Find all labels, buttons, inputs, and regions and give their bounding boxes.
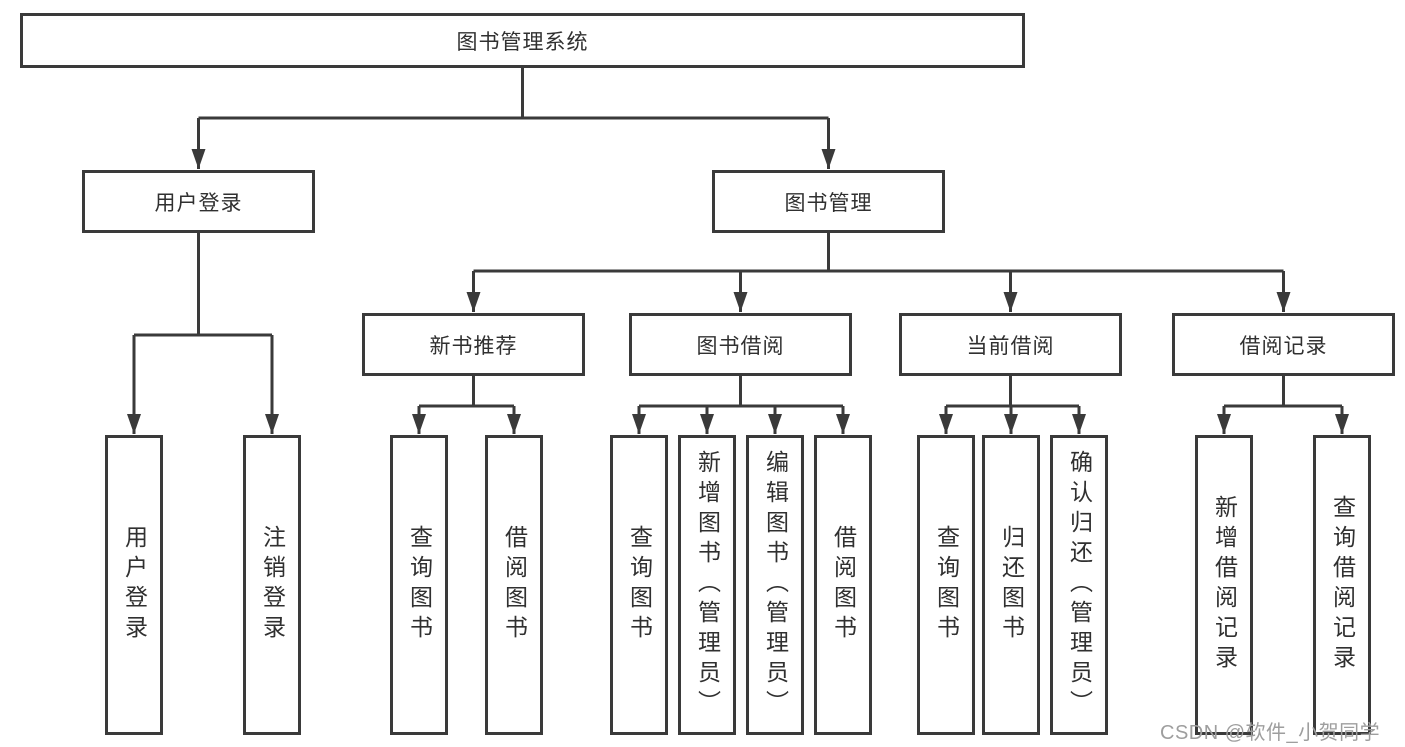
node-new-book-rec: 新书推荐 [362, 313, 585, 376]
edges-book-borrow-to-leaves [632, 376, 850, 434]
node-current-borrow: 当前借阅 [899, 313, 1122, 376]
csdn-watermark: CSDN @软件_小贺同学 [1160, 722, 1381, 744]
edges-user-login-to-leaves [127, 233, 279, 434]
node-user-login: 用户登录 [82, 170, 315, 233]
leaf-current-return-book: 归还图书 [982, 435, 1040, 735]
node-book-borrow: 图书借阅 [629, 313, 852, 376]
leaf-current-confirm-return: 确认归还（管理员） [1050, 435, 1108, 735]
leaf-current-query-book: 查询图书 [917, 435, 975, 735]
node-book-mgmt: 图书管理 [712, 170, 945, 233]
node-root: 图书管理系统 [20, 13, 1025, 68]
edges-borrow-record-to-leaves [1217, 376, 1349, 434]
leaf-logout: 注销登录 [243, 435, 301, 735]
node-borrow-record: 借阅记录 [1172, 313, 1395, 376]
leaf-borrow-query-book: 查询图书 [610, 435, 668, 735]
leaf-borrow-borrow-book: 借阅图书 [814, 435, 872, 735]
leaf-borrow-add-book: 新增图书（管理员） [678, 435, 736, 735]
leaf-newrec-borrow-book: 借阅图书 [485, 435, 543, 735]
edges-current-borrow-to-leaves [939, 376, 1086, 434]
leaf-user-login: 用户登录 [105, 435, 163, 735]
edges-root-to-level2 [191, 68, 836, 169]
leaf-record-add: 新增借阅记录 [1195, 435, 1253, 735]
leaf-record-query: 查询借阅记录 [1313, 435, 1371, 735]
leaf-newrec-query-book: 查询图书 [390, 435, 448, 735]
leaf-borrow-edit-book: 编辑图书（管理员） [746, 435, 804, 735]
edges-new-book-rec-to-leaves [412, 376, 521, 434]
edges-book-mgmt-to-level3 [466, 233, 1291, 312]
